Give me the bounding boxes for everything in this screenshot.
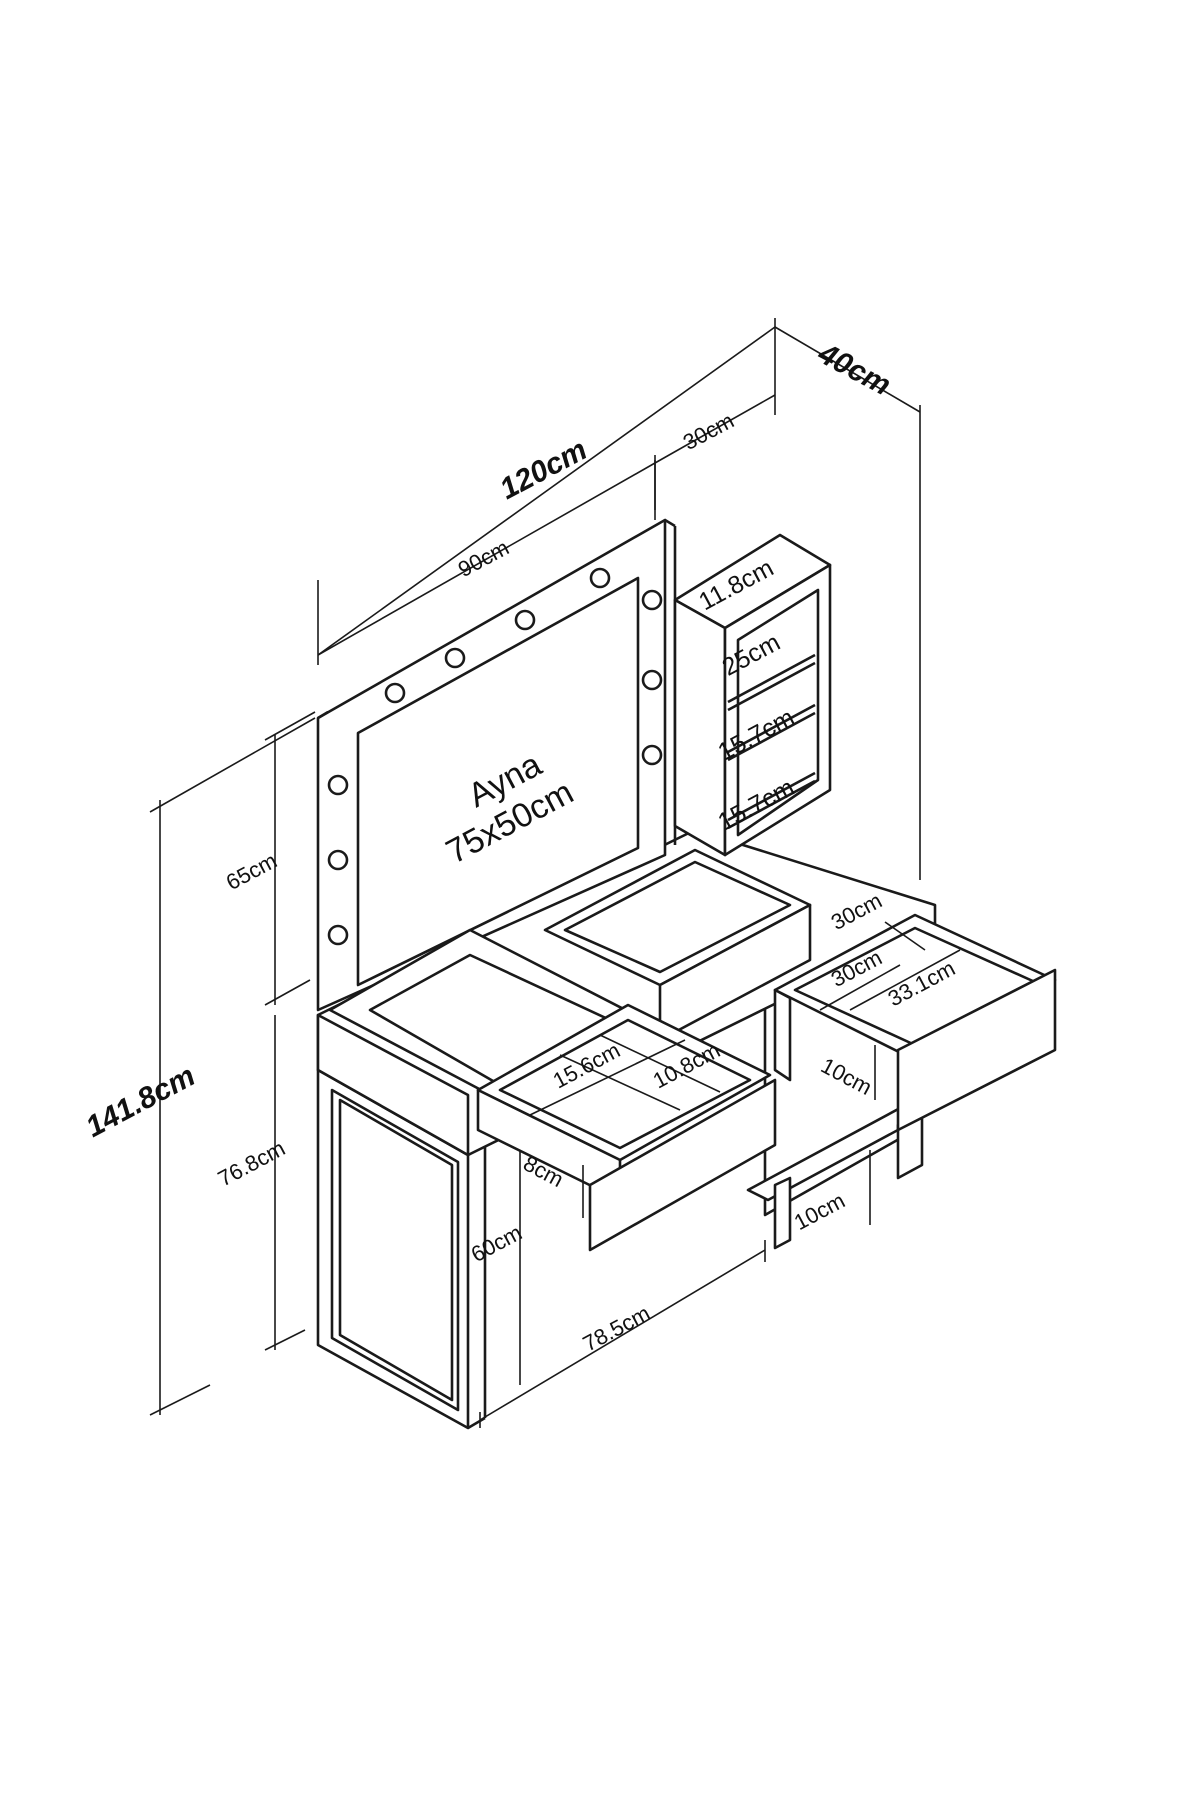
label-desk-length: 78.5cm [579, 1300, 654, 1356]
center-drawer [543, 848, 812, 1042]
label-total-height: 141.8cm [81, 1059, 201, 1144]
label-leg-clearance: 60cm [467, 1220, 526, 1267]
mirror-bulbs [327, 567, 663, 946]
dimension-lines [149, 318, 921, 1428]
label-total-width: 120cm [495, 433, 593, 506]
label-shelf-width: 30cm [679, 408, 738, 455]
label-depth: 40cm [812, 337, 896, 403]
label-mirror-height: 65cm [222, 848, 281, 895]
label-table-height: 76.8cm [214, 1135, 289, 1191]
label-mirror-width: 90cm [454, 535, 513, 582]
left-drawer [328, 928, 777, 1252]
shelf-tower [673, 533, 832, 857]
mirror-panel: Ayna 75x50cm [316, 518, 677, 1012]
right-drawer [773, 913, 1057, 1132]
